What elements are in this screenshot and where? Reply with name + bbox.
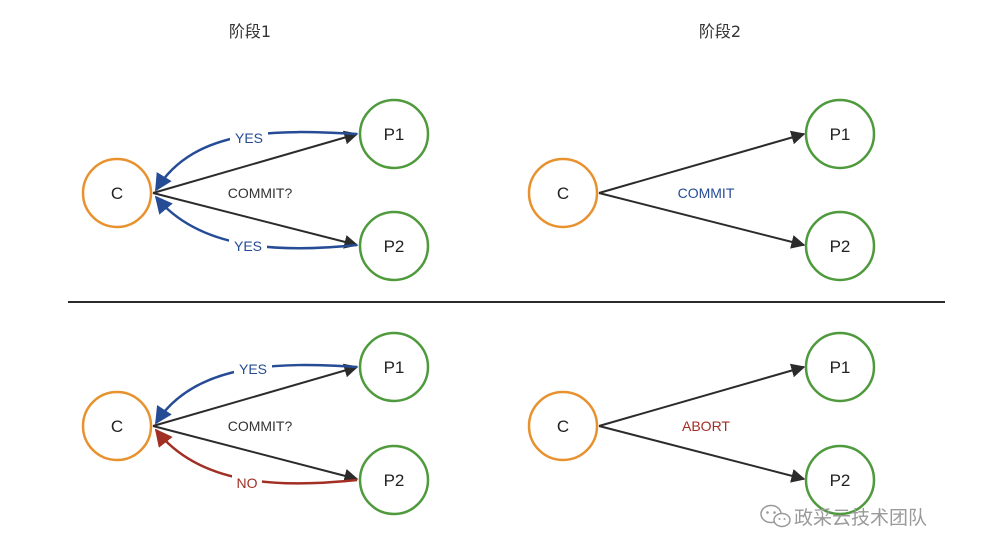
participant-p1-label: P1 bbox=[384, 358, 405, 377]
commit-request-arrow-p1 bbox=[152, 363, 359, 427]
coordinator-label: C bbox=[557, 417, 569, 436]
phase2-title: 阶段2 bbox=[699, 22, 741, 41]
coordinator-label: C bbox=[111, 417, 123, 436]
commit-arrow-p1 bbox=[598, 130, 806, 194]
no-label-bg bbox=[232, 473, 262, 491]
participant-p1-label: P1 bbox=[830, 358, 851, 377]
watermark-text: 政采云技术团队 bbox=[794, 507, 927, 529]
participant-p1-label: P1 bbox=[830, 125, 851, 144]
yes-label: YES bbox=[235, 130, 263, 146]
participant-p2-node bbox=[804, 444, 876, 516]
commit-label: COMMIT bbox=[678, 185, 735, 201]
participant-p1-node bbox=[358, 331, 430, 403]
participant-p2-label: P2 bbox=[830, 237, 851, 256]
scenario-phase2-abort: ABORT C P1 P2 bbox=[527, 331, 876, 516]
commit-question-label: COMMIT? bbox=[228, 418, 293, 434]
coordinator-label: C bbox=[557, 184, 569, 203]
participant-p2-node bbox=[804, 210, 876, 282]
scenario-phase1-success: YES YES COMMIT? C P1 P2 bbox=[81, 98, 430, 282]
scenario-phase2-commit: COMMIT C P1 P2 bbox=[527, 98, 876, 282]
participant-p2-node bbox=[358, 210, 430, 282]
coordinator-node bbox=[81, 157, 153, 229]
participant-p2-label: P2 bbox=[830, 471, 851, 490]
yes-label-bg bbox=[230, 128, 268, 146]
participant-p1-node bbox=[804, 331, 876, 403]
wechat-icon bbox=[760, 504, 791, 528]
participant-p2-node bbox=[358, 444, 430, 516]
commit-request-arrow-p2 bbox=[152, 425, 359, 483]
yes-label: YES bbox=[239, 361, 267, 377]
abort-arrow-p2 bbox=[598, 425, 806, 483]
yes-label: YES bbox=[234, 238, 262, 254]
watermark: 政采云技术团队 bbox=[760, 504, 927, 529]
coordinator-node bbox=[527, 157, 599, 229]
coordinator-label: C bbox=[111, 184, 123, 203]
abort-arrow-p1 bbox=[598, 363, 806, 427]
commit-request-arrow-p2 bbox=[152, 192, 359, 249]
participant-p1-label: P1 bbox=[384, 125, 405, 144]
participant-p1-node bbox=[358, 98, 430, 170]
participant-p2-label: P2 bbox=[384, 471, 405, 490]
coordinator-node bbox=[81, 390, 153, 462]
coordinator-node bbox=[527, 390, 599, 462]
participant-p2-label: P2 bbox=[384, 237, 405, 256]
no-label: NO bbox=[237, 475, 258, 491]
scenario-phase1-reject: YES NO COMMIT? C P1 P2 bbox=[81, 331, 430, 516]
commit-arrow-p2 bbox=[598, 192, 806, 249]
yes-label-bg bbox=[234, 359, 272, 377]
abort-label: ABORT bbox=[682, 418, 730, 434]
participant-p1-node bbox=[804, 98, 876, 170]
commit-request-arrow-p1 bbox=[152, 130, 359, 194]
yes-label-bg bbox=[229, 236, 267, 254]
phase1-title: 阶段1 bbox=[229, 22, 271, 41]
commit-question-label: COMMIT? bbox=[228, 185, 293, 201]
